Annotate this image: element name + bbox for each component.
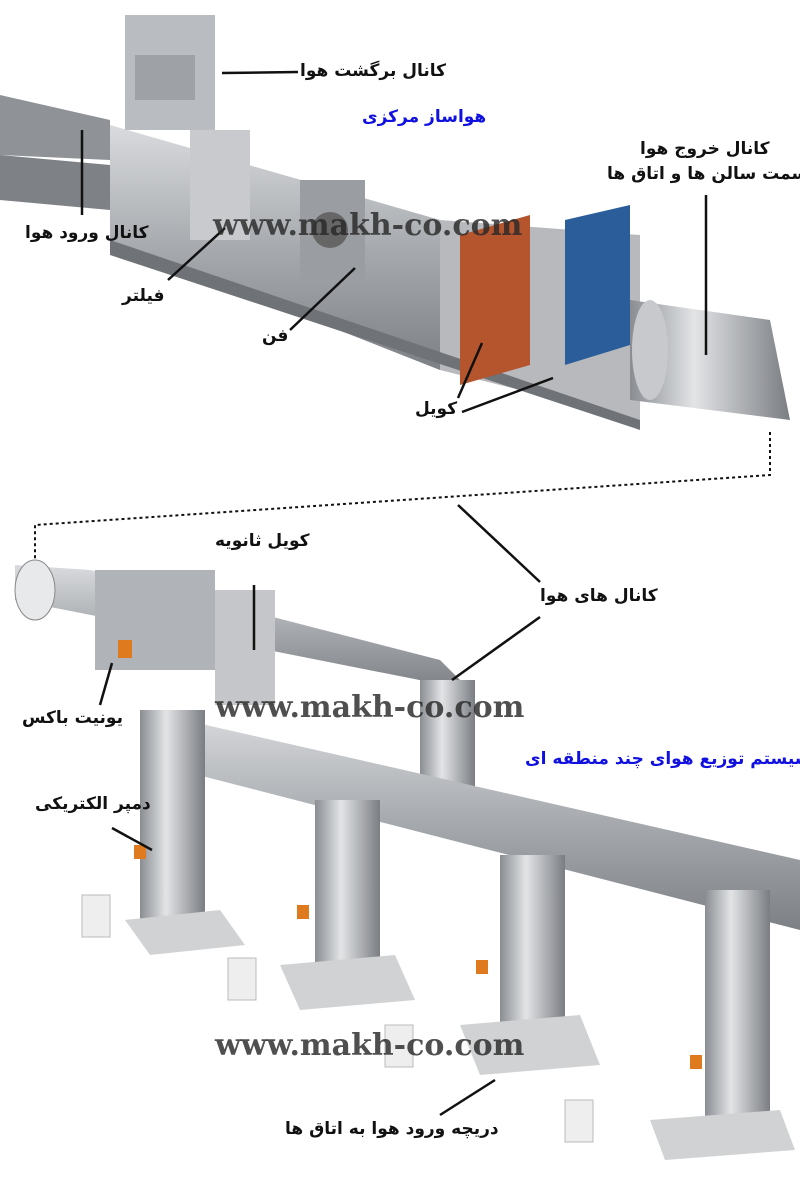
- label-electric-damper: دمپر الکتریکی: [35, 794, 151, 814]
- label-inlet-duct: کانال ورود هوا: [25, 223, 149, 243]
- damper-actuator: [118, 640, 132, 658]
- dotted-connector: [34, 432, 771, 565]
- diffuser-4: [650, 1110, 795, 1160]
- branch-drop-4: [705, 890, 770, 1120]
- hot-coil: [460, 215, 530, 385]
- label-filter: فیلتر: [122, 286, 165, 306]
- air-handling-unit: [0, 15, 790, 430]
- title-multizone-distribution: سیستم توزیع هوای چند منطقه ای: [525, 749, 800, 769]
- main-branch-duct: [140, 710, 800, 930]
- diffuser-3: [460, 1015, 600, 1075]
- watermark-1: www.makh-co.com: [213, 208, 523, 243]
- distribution-ducts: [14, 559, 800, 1160]
- branch-drop-2: [315, 800, 380, 970]
- label-return-duct: کانال برگشت هوا: [300, 61, 447, 81]
- label-room-diffuser: دریچه ورود هوا به اتاق ها: [285, 1119, 499, 1139]
- label-unit-box: یونیت باکس: [22, 708, 123, 728]
- cold-coil: [565, 205, 630, 365]
- filter-panel: [190, 130, 250, 240]
- branch-drop-3: [500, 855, 565, 1025]
- unit-box: [95, 570, 215, 670]
- thermostat-3: [384, 1024, 414, 1068]
- label-secondary-coil: کویل ثانویه: [215, 531, 310, 551]
- outlet-duct-pipe: [630, 300, 790, 420]
- thermostat-4: [564, 1099, 594, 1143]
- branch-drop-1: [140, 710, 205, 920]
- thermostat-1: [81, 894, 111, 938]
- leader-lines-top: [80, 70, 708, 414]
- inlet-duct-panel: [0, 95, 110, 160]
- label-fan: فن: [262, 326, 289, 346]
- watermark-3: www.makh-co.com: [215, 1028, 525, 1063]
- label-outlet-duct-line1: کانال خروج هوا: [640, 139, 770, 159]
- diffuser-1: [125, 910, 245, 955]
- watermark-2: www.makh-co.com: [215, 690, 525, 725]
- diffuser-2: [280, 955, 415, 1010]
- leader-lines-bottom: [98, 504, 541, 1117]
- label-coil: کویل: [415, 399, 458, 419]
- title-central-ahu: هواساز مرکزی: [362, 107, 487, 127]
- label-outlet-duct-line2: به سمت سالن ها و اتاق ها: [607, 164, 800, 184]
- label-air-ducts: کانال های هوا: [540, 586, 658, 606]
- thermostat-2: [227, 957, 257, 1001]
